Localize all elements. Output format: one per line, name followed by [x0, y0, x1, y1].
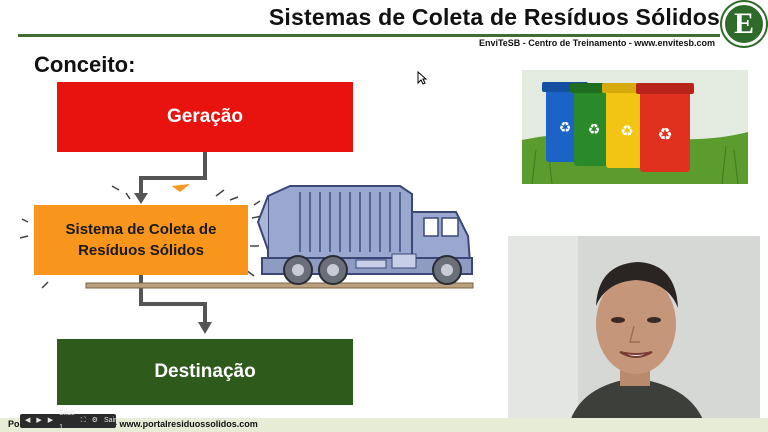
- settings-icon[interactable]: ⚙: [91, 417, 98, 424]
- mouse-cursor-icon: [417, 71, 427, 85]
- envitesb-logo: E: [722, 2, 766, 46]
- slide-subtitle: EnviTeSB - Centro de Treinamento - www.e…: [478, 38, 715, 48]
- svg-text:♻: ♻: [588, 122, 601, 138]
- presenter-webcam: [508, 236, 760, 428]
- slide-selector[interactable]: Slide 1: [59, 410, 75, 431]
- flow-step-destinacao: Destinação: [57, 339, 353, 405]
- recycling-bins-photo: ♻ ♻ ♻ ♻: [522, 70, 748, 184]
- slide-title: Sistemas de Coleta de Resíduos Sólidos: [268, 4, 720, 30]
- connector-arrow-1: [134, 152, 207, 204]
- svg-text:♻: ♻: [620, 122, 633, 140]
- svg-text:♻: ♻: [657, 125, 672, 145]
- svg-text:♻: ♻: [559, 120, 572, 136]
- play-icon[interactable]: ▶: [36, 417, 42, 424]
- title-divider: [18, 34, 720, 37]
- road-line: [85, 282, 474, 289]
- footer-bar: [0, 418, 768, 432]
- player-controls: ◀ ▶ ▶ Slide 1 ⛶ ⚙ Sair: [20, 410, 117, 431]
- red-bin: ♻: [636, 83, 694, 172]
- connector-arrow-2: [139, 275, 212, 334]
- flow-step-sistema-line2: Resíduos Sólidos: [78, 242, 204, 259]
- next-icon[interactable]: ▶: [47, 417, 54, 424]
- logo-letter: E: [733, 7, 754, 40]
- garbage-truck-illustration: [256, 185, 473, 285]
- flow-step-sistema-coleta: Sistema de Coleta de Resíduos Sólidos: [34, 205, 248, 275]
- footer-text: Portal Resíduos Sólidos - www.portalresi…: [8, 419, 258, 429]
- fullscreen-icon[interactable]: ⛶: [80, 417, 86, 424]
- concept-heading: Conceito:: [34, 52, 136, 77]
- truck-wheels: [283, 255, 462, 285]
- previous-icon[interactable]: ◀: [25, 417, 31, 424]
- flow-step-sistema-line1: Sistema de Coleta de: [65, 221, 217, 238]
- exit-button[interactable]: Sair: [103, 417, 117, 424]
- flow-step-geracao: Geração: [57, 82, 353, 152]
